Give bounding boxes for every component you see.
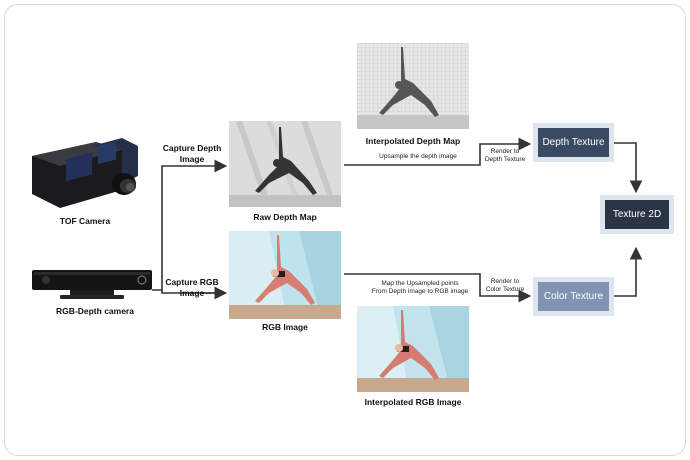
interpolated-depth-map-label: Interpolated Depth Map: [365, 136, 461, 146]
connector-depth-to-texture2d: [614, 142, 643, 194]
tof-camera-icon: [32, 138, 138, 208]
raw-depth-map-image: [229, 121, 341, 207]
depth-texture-box: Depth Texture: [538, 128, 609, 157]
interpolated-rgb-image: [357, 306, 469, 392]
rgb-image-label: RGB Image: [262, 322, 308, 332]
rgb-image: [229, 231, 341, 319]
interpolated-depth-map-image: [357, 43, 469, 129]
rgbd-camera-label: RGB-Depth camera: [56, 306, 134, 316]
interpolated-rgb-image-label: Interpolated RGB Image: [364, 397, 462, 407]
connector-to-depth-texture: [344, 137, 532, 166]
color-texture-box: Color Texture: [538, 282, 609, 311]
connector-to-color-texture: [344, 273, 532, 303]
texture-2d-box: Texture 2D: [605, 200, 669, 229]
capture-depth-label: Capture Depth Image: [162, 143, 222, 164]
connector-to-raw-depth: [152, 159, 228, 291]
tof-camera-label: TOF Camera: [59, 216, 111, 226]
raw-depth-map-label: Raw Depth Map: [253, 212, 317, 222]
render-color-label: Render to Color Texture: [485, 278, 525, 293]
rgbd-camera-icon: [32, 270, 152, 299]
connector-color-to-texture2d: [614, 246, 643, 297]
capture-rgb-label: Capture RGB Image: [165, 277, 219, 298]
upsample-depth-label: Upsample the depth image: [379, 153, 457, 160]
render-depth-label: Render to Depth Texture: [484, 148, 526, 163]
diagram-frame: [4, 4, 686, 456]
map-points-label: Map the Upsampled points From Depth imag…: [371, 280, 469, 295]
